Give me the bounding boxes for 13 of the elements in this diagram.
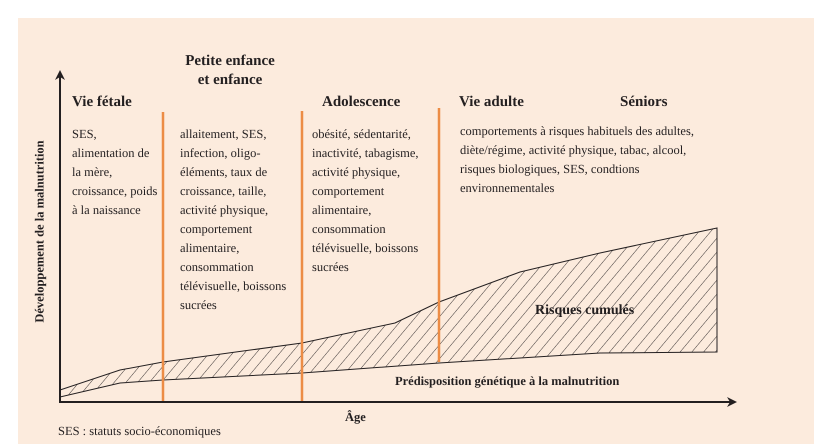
stage-heading: Vie fétale — [72, 93, 133, 112]
factor-list: SES, alimentation de la mère, croissance, poids à la naissance — [72, 125, 160, 220]
axis-title: Âge — [345, 409, 366, 426]
footnote: SES : statuts socio-économiques — [58, 423, 222, 440]
factor-list: allaitement, SES, infection, oligo-éléments, taux de croissance, taille, activité physique, comportement alimentaire, consommation télévisuelle, boissons sucrées — [180, 125, 300, 315]
band-label: Prédisposition génétique à la malnutrition — [395, 373, 620, 390]
stage-heading: Vie adulte — [459, 93, 525, 112]
factor-list: comportements à risques habituels des adultes, diète/régime, activité physique, tabac, alcool, risques biologiques, SES, condtions environnementales — [460, 122, 700, 198]
stage-heading: Adolescence — [322, 93, 402, 112]
stage-heading: Séniors — [620, 93, 669, 112]
factor-list: obésité, sédentarité, inactivité, tabagisme, activité physique, comportement alimentaire, consommation télévisuelle, boissons sucrées — [312, 125, 434, 277]
stage-heading: Petite enfance et enfance — [185, 52, 275, 90]
axis-title: Développement de la malnutrition — [32, 139, 48, 325]
